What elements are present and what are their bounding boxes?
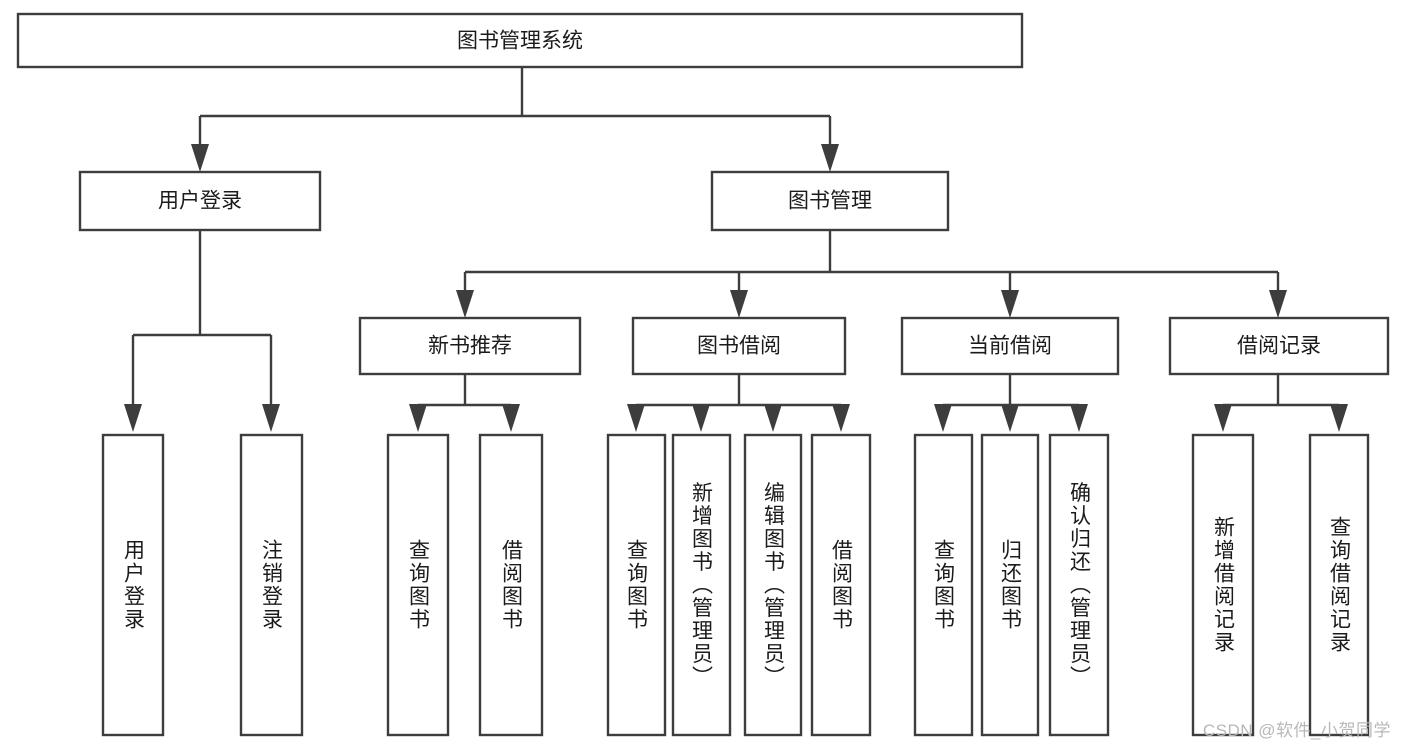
node-leaf-query-record-label: 查询借阅记录 [1328, 516, 1352, 654]
arrow-leaf-return-book [1001, 404, 1019, 432]
node-leaf-edit-book-label: 编辑图书（管理员） [762, 482, 786, 689]
arrow-book-borrow [730, 290, 748, 318]
node-book-borrow[interactable]: 图书借阅 [631, 316, 847, 376]
node-leaf-edit-book[interactable]: 编辑图书（管理员） [743, 433, 803, 737]
node-leaf-add-book-box[interactable] [671, 433, 732, 737]
node-leaf-borrow-book-2-label: 借阅图书 [830, 539, 854, 631]
arrow-leaf-edit-book [764, 404, 782, 432]
node-leaf-logout[interactable]: 注销登录 [239, 433, 304, 737]
node-leaf-query-book-3-box[interactable] [913, 433, 974, 737]
arrow-book-manage [821, 144, 839, 172]
node-book-borrow-box[interactable] [631, 316, 847, 376]
node-leaf-logout-label: 注销登录 [260, 539, 284, 631]
node-leaf-return-book[interactable]: 归还图书 [980, 433, 1040, 737]
node-borrow-record-label: 借阅记录 [1237, 335, 1321, 358]
arrow-leaf-add-record [1214, 404, 1232, 432]
node-leaf-confirm-return-label: 确认归还（管理员） [1068, 482, 1092, 689]
arrow-leaf-borrow-book-2 [832, 404, 850, 432]
node-leaf-borrow-book-2-box[interactable] [810, 433, 872, 737]
arrow-leaf-confirm-return [1070, 404, 1088, 432]
node-current-borrow-label: 当前借阅 [968, 335, 1052, 358]
node-user-login-label: 用户登录 [158, 190, 242, 213]
node-root-label: 图书管理系统 [457, 30, 583, 53]
node-leaf-return-book-box[interactable] [980, 433, 1040, 737]
node-new-book-rec-box[interactable] [358, 316, 582, 376]
node-leaf-query-record[interactable]: 查询借阅记录 [1308, 433, 1370, 737]
arrow-leaf-query-record [1330, 404, 1348, 432]
node-book-manage-label: 图书管理 [788, 190, 872, 213]
node-leaf-return-book-label: 归还图书 [999, 539, 1023, 631]
node-leaf-confirm-return-box[interactable] [1048, 433, 1110, 737]
arrow-leaf-user-login [124, 404, 142, 432]
node-leaf-add-book-label: 新增图书（管理员） [690, 482, 714, 689]
node-root-box[interactable] [16, 12, 1024, 69]
arrow-leaf-logout [262, 404, 280, 432]
node-leaf-add-record-label: 新增借阅记录 [1212, 516, 1236, 654]
node-leaf-add-record-box[interactable] [1191, 433, 1255, 737]
node-leaf-borrow-book-1[interactable]: 借阅图书 [478, 433, 544, 737]
node-leaf-query-book-2[interactable]: 查询图书 [606, 433, 667, 737]
node-user-login-box[interactable] [78, 170, 322, 232]
arrow-borrow-record [1269, 290, 1287, 318]
arrow-current-borrow [1001, 290, 1019, 318]
node-new-book-rec-label: 新书推荐 [428, 335, 512, 358]
node-leaf-add-book[interactable]: 新增图书（管理员） [671, 433, 732, 737]
arrow-new-book-rec [456, 290, 474, 318]
arrow-leaf-query-book-1 [409, 404, 427, 432]
node-current-borrow-box[interactable] [900, 316, 1120, 376]
node-leaf-query-book-3-label: 查询图书 [932, 539, 956, 631]
node-leaf-user-login-label: 用户登录 [122, 539, 146, 631]
node-leaf-logout-box[interactable] [239, 433, 304, 737]
node-user-login[interactable]: 用户登录 [78, 170, 322, 232]
arrow-leaf-add-book [692, 404, 710, 432]
node-book-manage-box[interactable] [710, 170, 950, 232]
node-book-borrow-label: 图书借阅 [697, 335, 781, 358]
node-leaf-confirm-return[interactable]: 确认归还（管理员） [1048, 433, 1110, 737]
node-root[interactable]: 图书管理系统 [16, 12, 1024, 69]
node-leaf-user-login[interactable]: 用户登录 [101, 433, 165, 737]
node-leaf-add-record[interactable]: 新增借阅记录 [1191, 433, 1255, 737]
node-leaf-query-book-3[interactable]: 查询图书 [913, 433, 974, 737]
arrow-user-login [191, 144, 209, 172]
node-leaf-query-book-1[interactable]: 查询图书 [386, 433, 450, 737]
node-borrow-record-box[interactable] [1168, 316, 1390, 376]
node-leaf-borrow-book-2[interactable]: 借阅图书 [810, 433, 872, 737]
node-new-book-rec[interactable]: 新书推荐 [358, 316, 582, 376]
node-leaf-query-book-1-label: 查询图书 [407, 539, 431, 631]
node-borrow-record[interactable]: 借阅记录 [1168, 316, 1390, 376]
arrow-leaf-query-book-3 [934, 404, 952, 432]
arrow-leaf-borrow-book-1 [502, 404, 520, 432]
node-book-manage[interactable]: 图书管理 [710, 170, 950, 232]
node-leaf-query-book-2-label: 查询图书 [625, 539, 649, 631]
node-leaf-borrow-book-1-box[interactable] [478, 433, 544, 737]
node-current-borrow[interactable]: 当前借阅 [900, 316, 1120, 376]
node-leaf-edit-book-box[interactable] [743, 433, 803, 737]
connector-layer [124, 67, 1348, 432]
node-leaf-user-login-box[interactable] [101, 433, 165, 737]
arrow-leaf-query-book-2 [627, 404, 645, 432]
node-leaf-borrow-book-1-label: 借阅图书 [500, 539, 524, 631]
node-leaf-query-book-1-box[interactable] [386, 433, 450, 737]
node-leaf-query-record-box[interactable] [1308, 433, 1370, 737]
node-leaf-query-book-2-box[interactable] [606, 433, 667, 737]
